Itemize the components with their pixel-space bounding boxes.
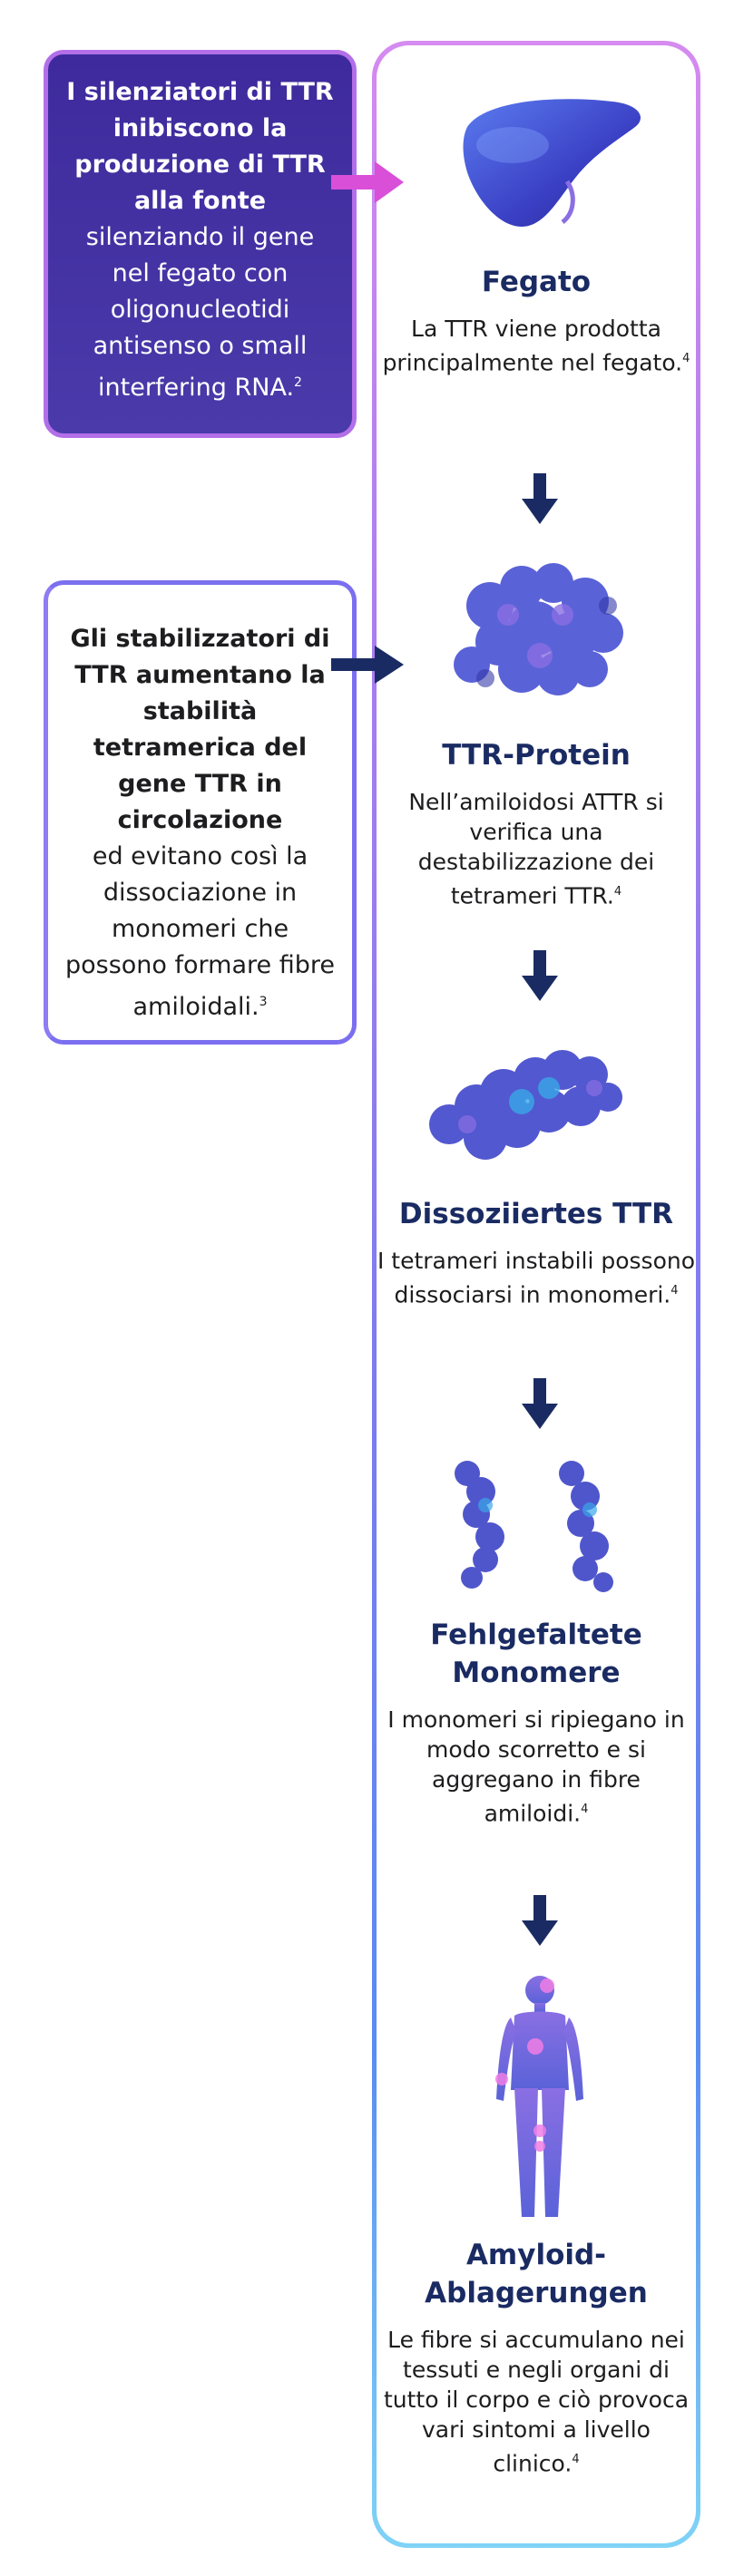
stabilizer-heading: Gli stabilizzatori di TTR aumentano la s… [70,625,330,834]
dissociated-ttr-icon [429,1050,622,1160]
silencer-text: silenziando il gene nel fegato con oligo… [85,223,315,402]
step-dissociated-desc: I tetrameri instabili possono dissociars… [377,1248,696,1308]
step-ttr-protein-desc: Nell’amiloidosi ATTR si verifica una des… [408,789,664,909]
navy-arrow-icon [331,646,404,684]
down-arrow-icon [522,1895,558,1946]
silencer-heading: I silenziatori di TTR inibiscono la prod… [66,78,334,215]
step-liver-desc: La TTR viene prodotta principalmente nel… [382,316,690,376]
step-deposits: Amyloid-Ablagerungen Le fibre si accumul… [377,2236,696,2478]
ttr-protein-icon [454,563,623,695]
step-deposits-desc: Le fibre si accumulano nei tessuti e neg… [383,2327,690,2477]
stabilizer-card: Gli stabilizzatori di TTR aumentano la s… [44,580,357,1045]
stabilizer-ref: 3 [259,995,268,1009]
step-liver: Fegato La TTR viene prodotta principalme… [377,263,696,377]
silencer-ref: 2 [294,375,302,390]
down-arrow-icon [522,473,558,524]
step-monomers-title: Fehlgefaltete Monomere [430,1619,642,1689]
silencer-card: I silenziatori di TTR inibiscono la prod… [44,50,357,438]
step-dissociated: Dissoziiertes TTR I tetrameri instabili … [377,1195,696,1309]
step-ttr-protein: TTR-Protein Nell’amiloidosi ATTR si veri… [377,736,696,910]
step-deposits-title: Amyloid-Ablagerungen [425,2239,648,2309]
step-monomers: Fehlgefaltete Monomere I monomeri si rip… [377,1616,696,1828]
human-body-icon [495,1976,583,2217]
down-arrow-icon [522,1378,558,1429]
pink-arrow-icon [331,161,404,203]
pathway-column [372,41,700,2548]
step-ttr-protein-title: TTR-Protein [442,739,631,772]
down-arrow-icon [522,950,558,1001]
misfolded-monomers-icon [455,1461,613,1592]
step-dissociated-title: Dissoziiertes TTR [398,1198,674,1230]
step-monomers-desc: I monomeri si ripiegano in modo scorrett… [387,1706,685,1827]
stabilizer-text: ed evitano così la dissociazione in mono… [65,842,335,1021]
liver-icon [463,99,641,227]
step-liver-title: Fegato [481,266,592,298]
